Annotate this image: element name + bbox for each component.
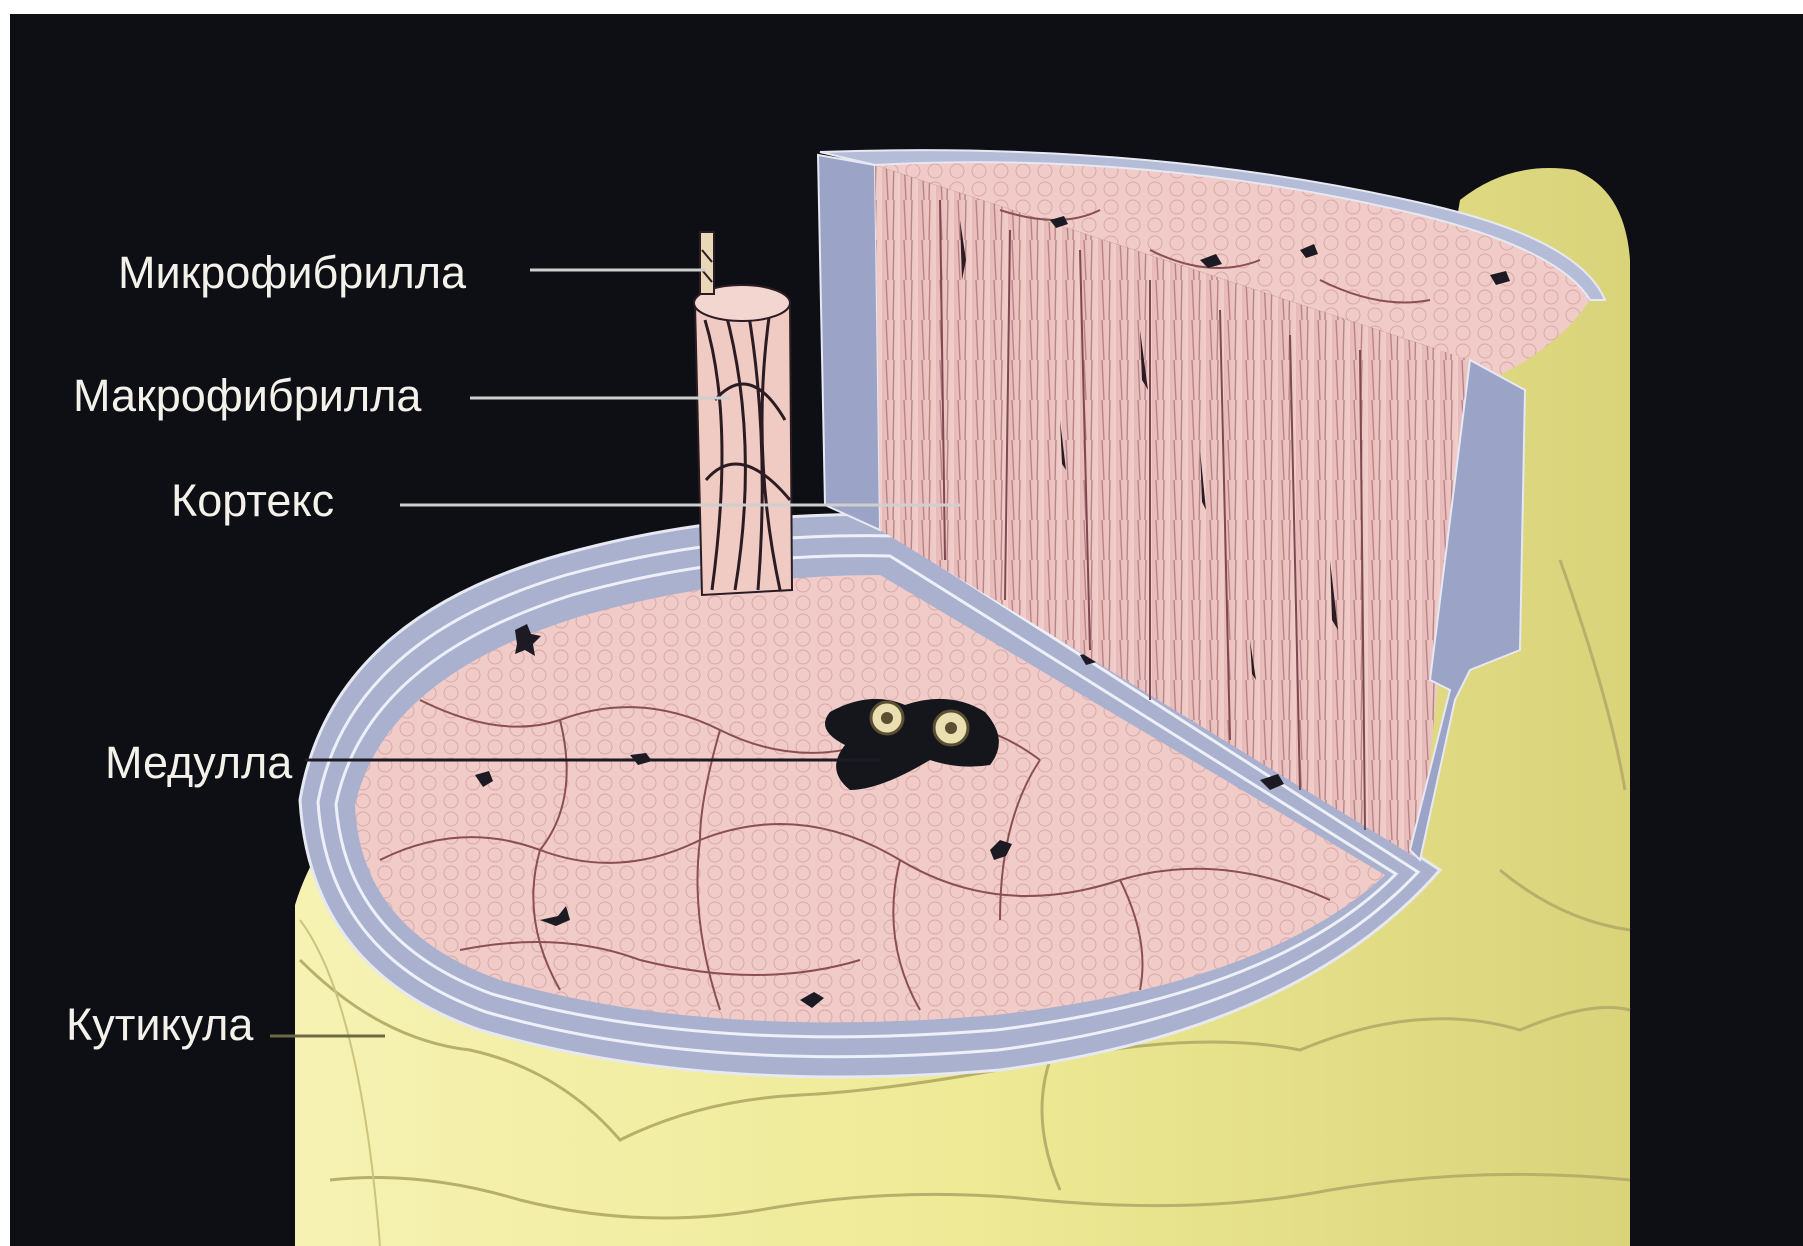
cuticle-label: Кутикула	[66, 1002, 253, 1047]
microfibril-label: Микрофибрилла	[118, 250, 466, 295]
macrofibril-label: Макрофибрилла	[73, 373, 421, 418]
microfibril-strand	[700, 232, 714, 294]
medulla-label: Медулла	[105, 740, 292, 785]
cortex-label: Кортекс	[171, 478, 334, 523]
